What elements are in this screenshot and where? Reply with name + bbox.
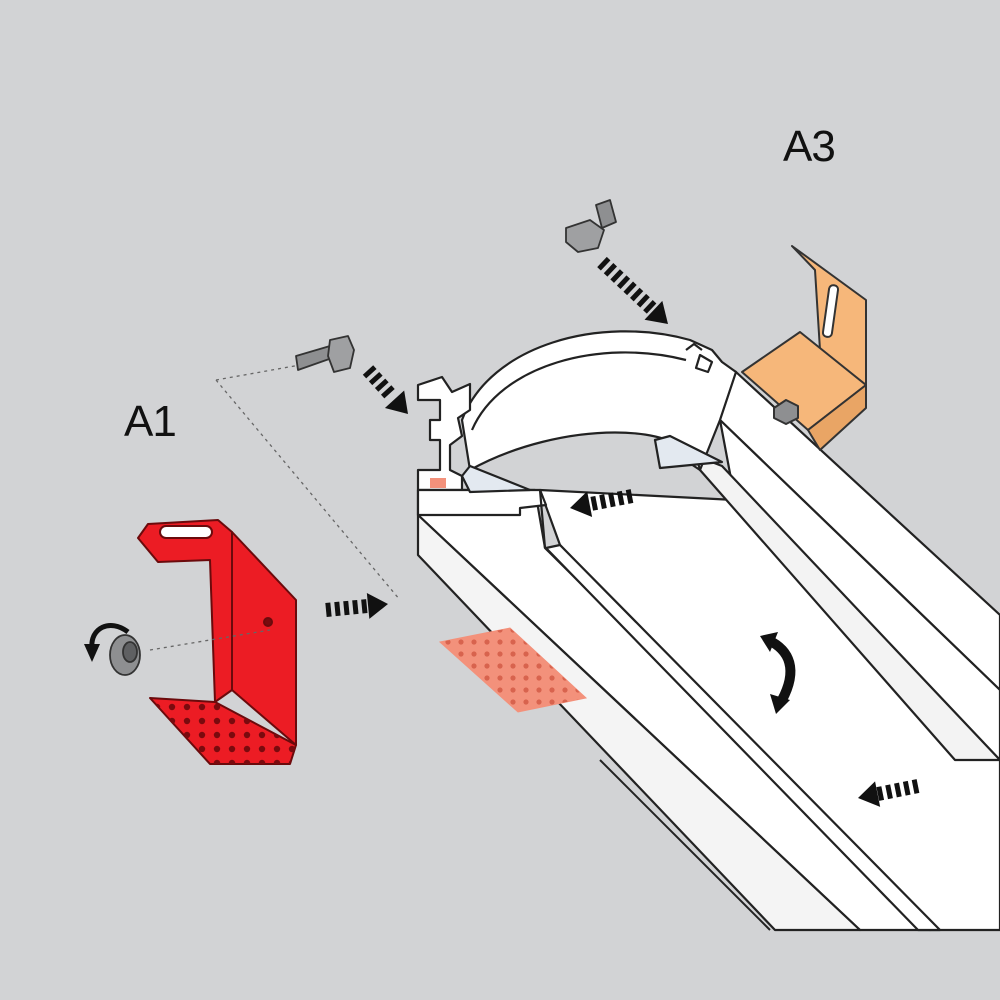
bracket-a3 bbox=[741, 245, 867, 451]
nut-icon bbox=[109, 634, 141, 676]
bracket-a1 bbox=[137, 519, 297, 765]
move-arrows bbox=[325, 256, 920, 807]
mounting-pad bbox=[438, 627, 588, 713]
rotate-arrow-icon bbox=[84, 622, 130, 662]
clip-marker bbox=[430, 478, 446, 488]
profile-end-section bbox=[416, 375, 724, 549]
dome-diffuser bbox=[460, 330, 738, 472]
move-arrow-icon bbox=[325, 592, 389, 619]
move-arrow-icon bbox=[597, 256, 668, 324]
move-arrow-icon bbox=[362, 365, 409, 415]
bolt-icon bbox=[295, 335, 355, 373]
move-arrow-icon bbox=[570, 489, 634, 517]
bolt-icon bbox=[565, 199, 617, 253]
guide-lines bbox=[149, 364, 401, 651]
move-arrow-icon bbox=[858, 779, 920, 807]
profile-body bbox=[416, 353, 1000, 932]
rotate-arrow-icon bbox=[760, 632, 796, 714]
callout-label-a3: A3 bbox=[783, 122, 836, 171]
nut-icon bbox=[773, 399, 799, 425]
callout-label-a1: A1 bbox=[124, 397, 177, 446]
